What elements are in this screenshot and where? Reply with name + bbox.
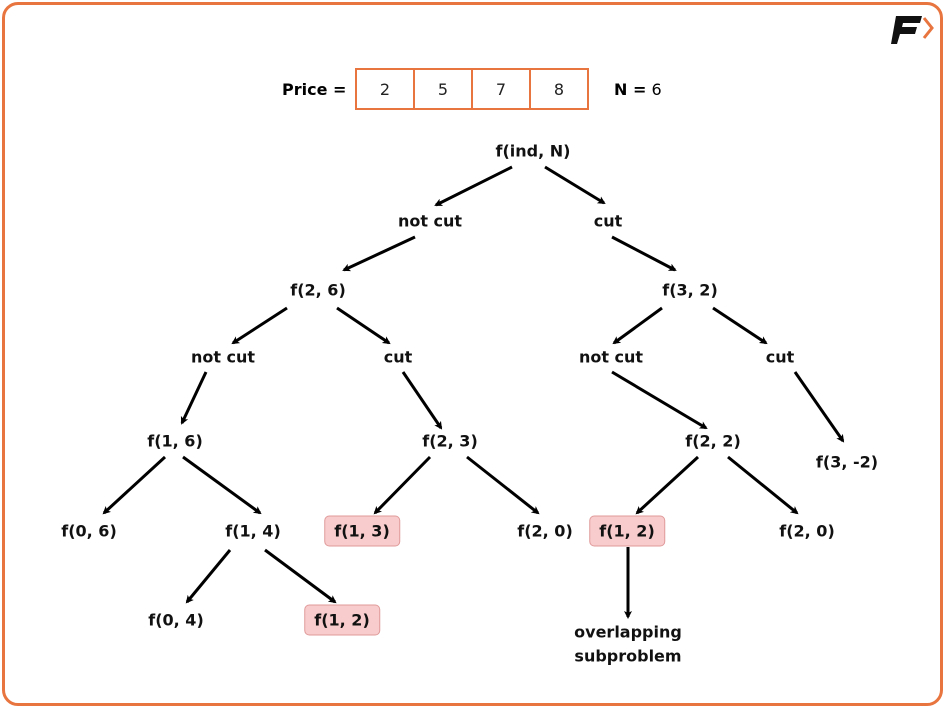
price-cell: 8 (529, 70, 587, 108)
node-f-1-2-highlighted: f(1, 2) (589, 515, 665, 547)
tree-arrow (342, 235, 416, 272)
edge-label-not-cut: not cut (397, 211, 463, 231)
price-cell: 7 (471, 70, 529, 108)
tree-arrow (466, 455, 540, 515)
edge-label-not-cut: not cut (578, 347, 644, 367)
tree-arrow (185, 549, 232, 604)
price-label: Price = (282, 80, 347, 99)
edge-label-cut: cut (765, 347, 795, 367)
tree-arrow (635, 455, 700, 515)
node-f-2-3: f(2, 3) (422, 431, 478, 451)
tree-arrow (373, 455, 432, 515)
note-overlapping: overlapping (574, 622, 682, 642)
edge-label-cut: cut (593, 211, 623, 231)
tree-arrow (102, 455, 167, 515)
node-f-1-6: f(1, 6) (147, 431, 203, 451)
node-f-0-4: f(0, 4) (148, 610, 204, 630)
tree-arrow (611, 235, 677, 272)
node-f-3-2: f(3, 2) (662, 280, 718, 300)
tree-arrow (336, 306, 391, 345)
edge-label-not-cut: not cut (190, 347, 256, 367)
n-value: 6 (651, 80, 662, 99)
price-array: 2 5 7 8 (355, 68, 589, 110)
tree-arrow (182, 455, 262, 515)
node-f-1-2-highlighted: f(1, 2) (304, 604, 380, 636)
brand-logo (891, 16, 934, 44)
price-cell: 5 (413, 70, 471, 108)
node-f-0-6: f(0, 6) (61, 521, 117, 541)
node-f-2-0: f(2, 0) (517, 521, 573, 541)
edge-label-cut: cut (383, 347, 413, 367)
note-subproblem: subproblem (574, 646, 682, 666)
node-root: f(ind, N) (495, 141, 571, 161)
tree-arrow (712, 306, 768, 345)
tree-arrow (727, 455, 799, 515)
node-f-2-2: f(2, 2) (685, 431, 741, 451)
tree-arrow (612, 306, 663, 345)
node-f-2-0: f(2, 0) (779, 521, 835, 541)
tree-arrow (544, 165, 606, 205)
tree-arrow (611, 370, 708, 430)
tree-arrow (401, 371, 443, 430)
node-f-1-4: f(1, 4) (225, 521, 281, 541)
tree-arrow (434, 165, 513, 207)
n-key: N = (614, 80, 647, 99)
node-f-3-neg2: f(3, -2) (815, 452, 879, 472)
tree-arrow (180, 371, 208, 425)
tree-arrow (231, 306, 288, 345)
node-f-1-3-highlighted: f(1, 3) (324, 515, 400, 547)
price-cell: 2 (379, 79, 391, 99)
tree-arrow (264, 548, 337, 604)
tree-arrow (793, 371, 845, 443)
node-f-2-6: f(2, 6) (290, 280, 346, 300)
n-label: N = 6 (614, 80, 662, 99)
